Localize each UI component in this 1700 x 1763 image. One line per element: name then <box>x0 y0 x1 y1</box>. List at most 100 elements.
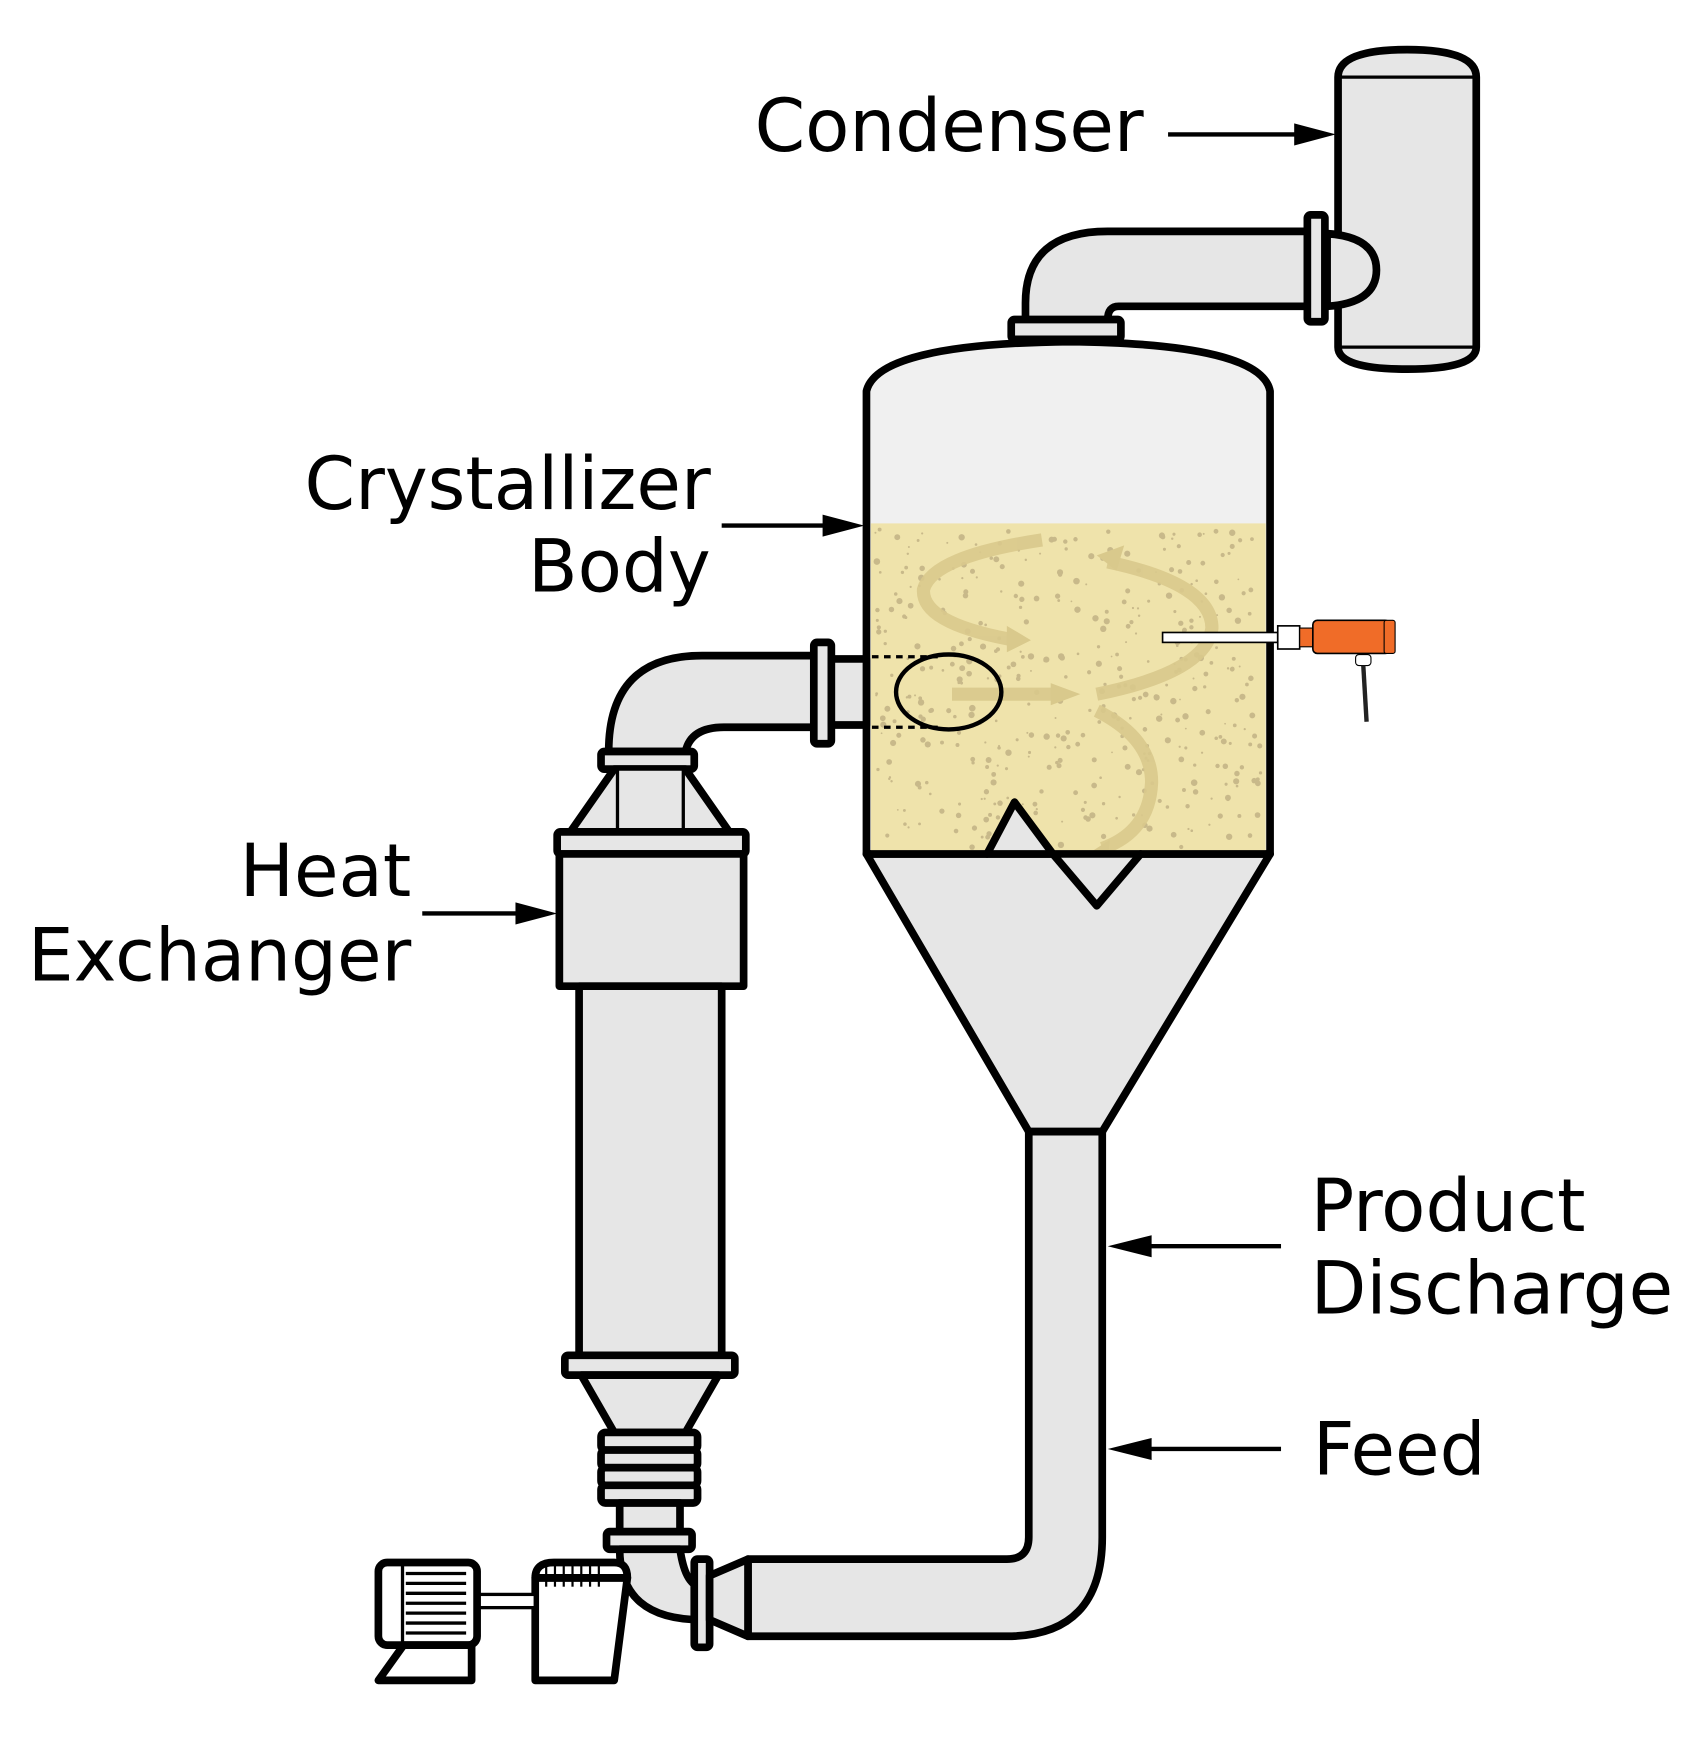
crystal-dot <box>916 539 920 542</box>
crystal-dot <box>888 777 891 781</box>
crystal-dot <box>1214 736 1218 741</box>
crystal-dot <box>1239 693 1246 700</box>
crystal-dot <box>983 816 990 823</box>
crystal-dot <box>1190 779 1198 786</box>
crystal-dot <box>1019 650 1022 653</box>
crystal-dot <box>956 730 962 735</box>
crystal-dot <box>1131 697 1136 702</box>
crystal-dot <box>969 704 976 712</box>
crystal-dot <box>994 649 998 653</box>
crystal-dot <box>1204 592 1208 596</box>
crystal-dot <box>875 618 879 622</box>
crystal-dot <box>1121 599 1127 605</box>
crystal-dot <box>963 589 969 595</box>
crystal-dot <box>1249 712 1256 719</box>
crystal-dot <box>1217 813 1223 819</box>
crystal-dot <box>1238 538 1243 543</box>
crystal-dot <box>1117 666 1123 672</box>
crystal-dot <box>1095 660 1102 667</box>
crystal-dot <box>1190 582 1193 586</box>
crystal-dot <box>1171 537 1174 540</box>
crystal-dot <box>1200 560 1206 566</box>
crystal-dot <box>1125 588 1131 594</box>
label-condenser: Condenser <box>755 85 1336 169</box>
crystal-dot <box>892 719 897 724</box>
crystal-dot <box>1257 743 1263 749</box>
crystal-dot <box>1239 765 1245 770</box>
crystal-dot <box>958 802 962 806</box>
heat-exchanger-label-line1: Heat <box>240 830 412 914</box>
crystal-dot <box>1169 567 1175 573</box>
crystal-dot <box>1231 656 1236 661</box>
crystal-dot <box>890 673 894 677</box>
product-label-line1: Product <box>1311 1165 1586 1249</box>
crystal-dot <box>1195 579 1199 583</box>
crystal-dot <box>1028 732 1035 738</box>
crystal-dot <box>991 771 997 777</box>
crystal-dot <box>885 833 890 838</box>
crystal-dot <box>1197 532 1202 538</box>
crystal-dot <box>1103 682 1107 687</box>
crystal-dot <box>1066 744 1071 750</box>
crystal-dot <box>994 719 998 723</box>
crystal-dot <box>1215 646 1218 650</box>
crystal-dot <box>1136 607 1140 610</box>
crystal-dot <box>1087 670 1092 675</box>
crystal-dot <box>1224 782 1228 786</box>
crystal-dot <box>1234 770 1240 777</box>
crystal-dot <box>877 527 882 532</box>
crystal-dot <box>940 740 944 745</box>
crystal-dot <box>1146 825 1153 832</box>
crystal-dot <box>995 815 1001 820</box>
crystal-dot <box>949 661 955 667</box>
crystal-dot <box>1156 715 1163 722</box>
crystal-dot <box>1039 789 1044 794</box>
crystal-dot <box>998 744 1001 747</box>
crystal-dot <box>988 812 993 817</box>
crystal-dot <box>1235 784 1239 788</box>
crystal-dot <box>1237 813 1242 818</box>
crystal-dot <box>1175 717 1181 723</box>
crystal-dot <box>1247 611 1252 616</box>
crystal-dot <box>1182 627 1187 633</box>
crystal-dot <box>1010 661 1017 668</box>
crystal-dot <box>1179 698 1181 701</box>
crystal-dot <box>1006 529 1011 534</box>
crystal-dot <box>1226 607 1232 614</box>
crystal-dot <box>983 789 990 795</box>
crystal-dot <box>896 808 899 811</box>
crystal-dot <box>924 741 931 748</box>
crystal-dot <box>884 705 891 712</box>
crystal-dot <box>1048 536 1055 543</box>
crystal-dot <box>1006 796 1010 800</box>
crystal-dot <box>1205 709 1211 715</box>
crystal-dot <box>1153 694 1160 701</box>
crystal-dot <box>1142 691 1149 698</box>
crystal-dot <box>1178 745 1181 748</box>
crystal-dot <box>975 576 978 579</box>
crystal-dot <box>1241 591 1246 596</box>
crystal-dot <box>1073 537 1078 542</box>
crystal-dot <box>985 765 990 769</box>
crystal-dot <box>876 625 881 630</box>
crystal-dot <box>1018 580 1025 587</box>
crystal-dot <box>893 592 898 596</box>
crystal-dot <box>957 681 961 685</box>
crystal-dot <box>886 759 893 765</box>
product-label-line2: Discharge <box>1311 1247 1674 1331</box>
crystal-dot <box>1254 812 1261 818</box>
crystal-dot <box>1028 750 1032 755</box>
crystal-dot <box>971 761 975 765</box>
crystal-dot <box>917 699 925 706</box>
crystal-dot <box>1057 653 1065 660</box>
crystal-dot <box>876 629 882 635</box>
crystal-dot <box>880 732 883 735</box>
crystal-dot <box>918 696 923 701</box>
crystal-dot <box>966 670 972 677</box>
crystal-dot <box>1073 577 1080 585</box>
crystal-dot <box>962 592 969 599</box>
heat-exchanger-label-line2: Exchanger <box>28 915 412 999</box>
crystal-dot <box>969 844 975 850</box>
crystal-dot <box>874 531 877 534</box>
crystal-dot <box>1101 802 1106 806</box>
